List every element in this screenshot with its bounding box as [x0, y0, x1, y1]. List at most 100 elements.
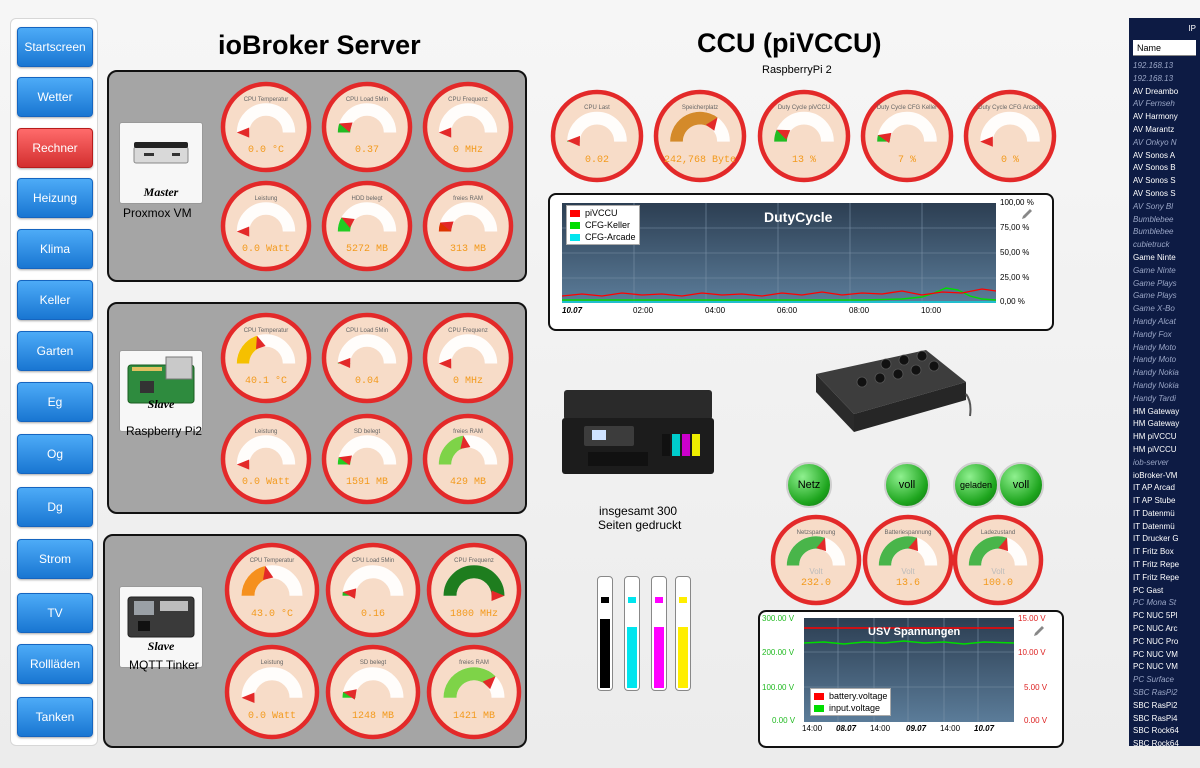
nav-button-og[interactable]: Og [17, 434, 93, 474]
gauge-dial [321, 81, 413, 173]
nav-button-klima[interactable]: Klima [17, 229, 93, 269]
ip-list-row[interactable]: IT Fritz Repe [1133, 572, 1180, 582]
gauge-dial [220, 413, 312, 505]
gauge-pointer [440, 221, 454, 232]
dutycycle-chart[interactable]: DutyCycle piVCCU CFG-Keller CFG-Arcade 1… [548, 193, 1054, 331]
ip-list-row[interactable]: HM piVCCU [1133, 432, 1177, 442]
ip-list-row[interactable]: Handy Alcat [1133, 316, 1176, 326]
ink-level-fill [678, 626, 688, 688]
ip-list-row[interactable]: ioBroker-VM [1133, 470, 1178, 480]
ip-list-row[interactable]: SBC Rock64 [1133, 726, 1179, 736]
printer-icon [562, 390, 714, 474]
y-tick-right: 10.00 V [1018, 648, 1046, 657]
ip-list-row[interactable]: HM Gateway [1133, 419, 1180, 429]
ip-list-row[interactable]: AV Harmony [1133, 112, 1178, 122]
x-tick: 06:00 [777, 306, 798, 315]
ip-list-row[interactable]: Game Plays [1133, 291, 1177, 301]
ip-list-row[interactable]: Game X-Bo [1133, 304, 1175, 314]
ip-list-row[interactable]: Game Ninte [1133, 252, 1176, 262]
edit-pencil-icon[interactable] [1020, 207, 1034, 221]
ip-list-row[interactable]: AV Sonos B [1133, 163, 1176, 173]
ip-list-row[interactable]: IT AP Arcad [1133, 483, 1175, 493]
edit-pencil-icon[interactable] [1032, 624, 1046, 638]
gauge-label: Speicherplatz [681, 104, 719, 111]
ip-list-row[interactable]: HM piVCCU [1133, 444, 1177, 454]
nav-button-heizung[interactable]: Heizung [17, 178, 93, 218]
nav-button-rechner[interactable]: Rechner [17, 128, 93, 168]
gauge-dial [325, 542, 421, 638]
x-tick: 02:00 [633, 306, 654, 315]
ip-list-row[interactable]: Handy Nokia [1133, 380, 1179, 390]
ip-list-row[interactable]: Game Plays [1133, 278, 1177, 288]
nav-button-garten[interactable]: Garten [17, 331, 93, 371]
nav-button-wetter[interactable]: Wetter [17, 77, 93, 117]
ip-list-row[interactable]: IT Datenmü [1133, 508, 1175, 518]
ip-list-column-name[interactable]: Name [1133, 40, 1196, 56]
ip-list-row[interactable]: SBC RasPi4 [1133, 713, 1178, 723]
ip-list-row[interactable]: Game Ninte [1133, 265, 1176, 275]
ip-list-row[interactable]: PC Gast [1133, 585, 1164, 595]
gauge-value: 1591 MB [345, 477, 388, 489]
printer-pages-line2: Seiten gedruckt [598, 518, 682, 532]
device-label: Slave [147, 397, 175, 411]
ip-list-row[interactable]: Handy Moto [1133, 355, 1177, 365]
gauge-pointer [255, 335, 266, 350]
series-cfg-keller [562, 287, 996, 301]
ip-list-row[interactable]: AV Sonos A [1133, 150, 1176, 160]
ip-list-row[interactable]: IT AP Stube [1133, 496, 1176, 506]
ip-list-row[interactable]: AV Sonos S [1133, 188, 1176, 198]
ip-list-row[interactable]: IT Datenmü [1133, 521, 1175, 531]
ip-list-row[interactable]: PC NUC Pro [1133, 636, 1179, 646]
ip-list-row[interactable]: IT Fritz Repe [1133, 560, 1180, 570]
ip-list-row[interactable]: Bumblebee [1133, 227, 1174, 237]
ip-list-row[interactable]: SBC Rock64 [1133, 739, 1179, 746]
ip-list-row[interactable]: AV Marantz [1133, 124, 1175, 134]
ip-list-row[interactable]: Handy Moto [1133, 342, 1177, 352]
nav-button-startscreen[interactable]: Startscreen [17, 27, 93, 67]
ip-list-row[interactable]: PC Surface [1133, 675, 1174, 685]
ip-list-row[interactable]: AV Fernseh [1133, 99, 1175, 109]
ip-list-row[interactable]: SBC RasPi2 [1133, 700, 1178, 710]
ip-list-row[interactable]: PC NUC VM [1133, 662, 1178, 672]
ip-list-row[interactable]: HM Gateway [1133, 406, 1180, 416]
ip-list-row[interactable]: Bumblebee [1133, 214, 1174, 224]
nav-button-dg[interactable]: Dg [17, 487, 93, 527]
gauge-dial [862, 514, 954, 606]
y-tick: 0,00 % [1000, 297, 1025, 306]
ip-list-row[interactable]: PC NUC 5Pl [1133, 611, 1178, 621]
ip-list-row[interactable]: AV Sony Bl [1133, 201, 1174, 211]
ip-list-row[interactable]: Handy Fox [1133, 329, 1172, 339]
gauge-pointer [482, 676, 496, 690]
chart-title: DutyCycle [764, 209, 833, 225]
gauge-value: 13.6 [895, 578, 920, 590]
nav-button-strom[interactable]: Strom [17, 539, 93, 579]
ip-list-row[interactable]: PC NUC VM [1133, 649, 1178, 659]
ip-list-row[interactable]: iob-server [1133, 457, 1169, 467]
ip-list-row[interactable]: Handy Tardi [1133, 393, 1176, 403]
ip-list-row[interactable]: 192.168.13 [1133, 73, 1174, 83]
ink-color-marker [601, 597, 609, 603]
nav-button-tanken[interactable]: Tanken [17, 697, 93, 737]
ip-list-row[interactable]: IT Fritz Box [1133, 547, 1174, 557]
ip-list-row[interactable]: IT Drucker G [1133, 534, 1179, 544]
gauge-value: 0.04 [354, 376, 379, 388]
ip-list-row[interactable]: AV Onkyo N [1133, 137, 1177, 147]
ip-list-row[interactable]: Handy Nokia [1133, 368, 1179, 378]
ip-list-row[interactable]: SBC RasPi2 [1133, 688, 1178, 698]
ip-list-row[interactable]: 192.168.13 [1133, 61, 1174, 70]
ip-list-row[interactable]: AV Dreambo [1133, 86, 1179, 96]
ip-list-row[interactable]: AV Sonos S [1133, 176, 1176, 186]
ip-list-row[interactable]: cubietruck [1133, 240, 1170, 250]
gauge-label: CPU Frequenz [448, 327, 488, 334]
nav-button-rollläden[interactable]: Rollläden [17, 644, 93, 684]
gauge-value-arc [968, 536, 1008, 567]
gauge-dial [224, 644, 320, 740]
nav-button-keller[interactable]: Keller [17, 280, 93, 320]
nav-button-tv[interactable]: TV [17, 593, 93, 633]
ip-list-row[interactable]: PC NUC Arc [1133, 624, 1178, 634]
ip-list-row[interactable]: PC Mona St [1133, 598, 1177, 608]
nav-button-eg[interactable]: Eg [17, 382, 93, 422]
usv-chart[interactable]: USV Spannungen battery.voltage input.vol… [758, 610, 1064, 748]
